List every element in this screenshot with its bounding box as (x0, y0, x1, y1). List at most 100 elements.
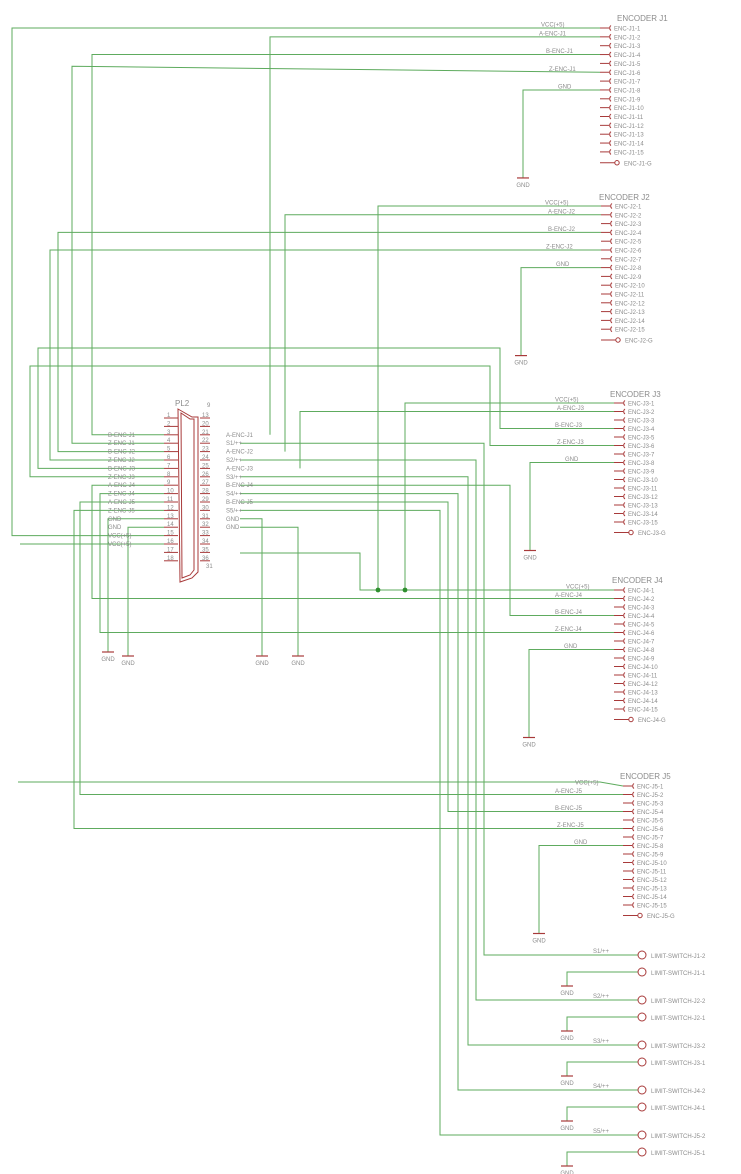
switch-pin-label: LIMIT-SWITCH-J1-2 (651, 954, 706, 960)
net-label: A-ENC-J4 (555, 593, 583, 599)
switch-contact (637, 1057, 647, 1067)
socket-contact (609, 131, 612, 138)
socket-contact (632, 825, 635, 832)
connector-net-label: Z-ENC-J2 (108, 458, 135, 464)
socket-contact (632, 834, 635, 840)
encoder-pin-label: ENC-J2-3 (615, 222, 642, 228)
socket-contact (632, 868, 635, 874)
encoder-pin-label: ENC-J1-2 (614, 35, 641, 41)
limit-switches: LIMIT-SWITCH-J1-2LIMIT-SWITCH-J1-1S1/++L… (593, 949, 706, 1157)
connector-pin-number: 17 (167, 547, 174, 553)
gnd-wire (566, 1061, 638, 1076)
socket-contact (623, 434, 626, 440)
socket-contact (610, 264, 613, 271)
connector-pin-number: 25 (202, 463, 209, 469)
switch-pin-label: LIMIT-SWITCH-J5-2 (651, 1134, 706, 1140)
ground-label: GND (560, 991, 574, 997)
encoder-pin-label: ENC-J1-1 (614, 27, 641, 33)
socket-contact (610, 255, 613, 262)
socket-contact (632, 808, 635, 815)
encoder-headers: ENCODER J1ENC-J1-1ENC-J1-2ENC-J1-3ENC-J1… (539, 14, 675, 920)
connector-net-label: B-ENC-J1 (108, 433, 136, 439)
encoder-pin-label: ENC-J3-13 (628, 504, 658, 510)
connector-pin-number: 5 (167, 447, 171, 453)
connector-pin-number: 31 (202, 514, 209, 520)
ground-pin-contact (637, 912, 643, 919)
socket-contact (609, 25, 612, 31)
encoder-pin-label: ENC-J5-4 (637, 810, 664, 816)
encoder-pin-label: ENC-J4-14 (628, 699, 658, 705)
encoder-pin-label: ENC-J2-10 (615, 284, 645, 290)
net-label: B-ENC-J1 (546, 49, 574, 55)
gnd-wire (566, 971, 638, 986)
net-wire (99, 493, 614, 633)
encoder-pin-label: ENC-J5-7 (637, 836, 664, 842)
switch-net-label: S4/++ (593, 1084, 610, 1090)
connector-pin-number: 22 (202, 438, 209, 444)
switch-pin-label: LIMIT-SWITCH-J3-1 (651, 1061, 706, 1067)
connector-pin-number: 12 (167, 505, 174, 511)
encoder-pin-label: ENC-J2-5 (615, 240, 642, 246)
switch-contact (637, 1102, 647, 1112)
encoder-pin-label: ENC-J2-12 (615, 301, 645, 307)
connector-pin-number: 30 (202, 505, 209, 511)
switch-pin-label: LIMIT-SWITCH-J2-1 (651, 1016, 706, 1022)
switch-signal-wire (240, 442, 638, 956)
encoder-pin-label: ENC-J4-13 (628, 691, 658, 697)
gnd-wire (538, 845, 623, 934)
connector-pin-number: 4 (167, 438, 171, 444)
net-label: VCC(+5) (555, 398, 579, 404)
net-wires (11, 27, 638, 1166)
ground-label: GND (560, 1171, 574, 1174)
socket-contact (609, 95, 612, 102)
switch-contact (637, 950, 647, 960)
encoder-title: ENCODER J5 (620, 772, 671, 781)
encoder-pin-label: ENC-J1-9 (614, 97, 641, 103)
connector-pin-number: 9 (207, 403, 211, 409)
encoder-title: ENCODER J1 (617, 14, 668, 23)
encoder-pin-label: ENC-J4-1 (628, 589, 655, 595)
encoder-pin-label: ENC-J5-8 (637, 844, 664, 850)
net-wire (91, 484, 614, 599)
encoder-pin-label: ENC-J1-8 (614, 88, 641, 94)
encoder-pin-label: ENC-J4-2 (628, 597, 655, 603)
socket-contact (623, 425, 626, 432)
connector-net-label: S3/++ (226, 475, 243, 481)
net-wire (57, 231, 601, 453)
gnd-wire (240, 518, 263, 656)
gnd-wire (529, 462, 614, 551)
connector-net-label: S1/++ (226, 441, 243, 447)
encoder-title: ENCODER J4 (612, 576, 663, 585)
socket-contact (623, 646, 626, 653)
net-wire (240, 501, 623, 812)
socket-contact (610, 203, 613, 209)
switch-contact (637, 1012, 647, 1022)
connector-pin-number: 7 (167, 463, 171, 469)
connector-pin-number: 35 (202, 547, 209, 553)
connector-pin-number: 13 (202, 413, 209, 419)
socket-contact (623, 604, 626, 610)
socket-contact (623, 442, 626, 449)
encoder-pin-label: ENC-J3-1 (628, 402, 655, 408)
socket-contact (609, 78, 612, 85)
encoder-pin-label: ENC-J3-10 (628, 478, 658, 484)
encoder-pin-label: ENC-J2-15 (615, 328, 645, 334)
socket-contact (609, 33, 612, 40)
net-wire (79, 501, 623, 795)
net-wire (240, 484, 614, 616)
encoder-pin-label: ENC-J3-3 (628, 419, 655, 425)
encoder-header: ENCODER J5ENC-J5-1ENC-J5-2ENC-J5-3ENC-J5… (620, 772, 675, 920)
socket-contact (609, 51, 612, 58)
encoder-pin-label: ENC-J4-12 (628, 682, 658, 688)
connector-body (177, 408, 199, 583)
socket-contact (610, 238, 613, 245)
socket-contact (632, 885, 635, 891)
encoder-pin-label: ENC-J5-5 (637, 819, 664, 825)
connector-name: PL2 (175, 399, 190, 408)
encoder-pin-label: ENC-J5-1 (637, 785, 664, 791)
